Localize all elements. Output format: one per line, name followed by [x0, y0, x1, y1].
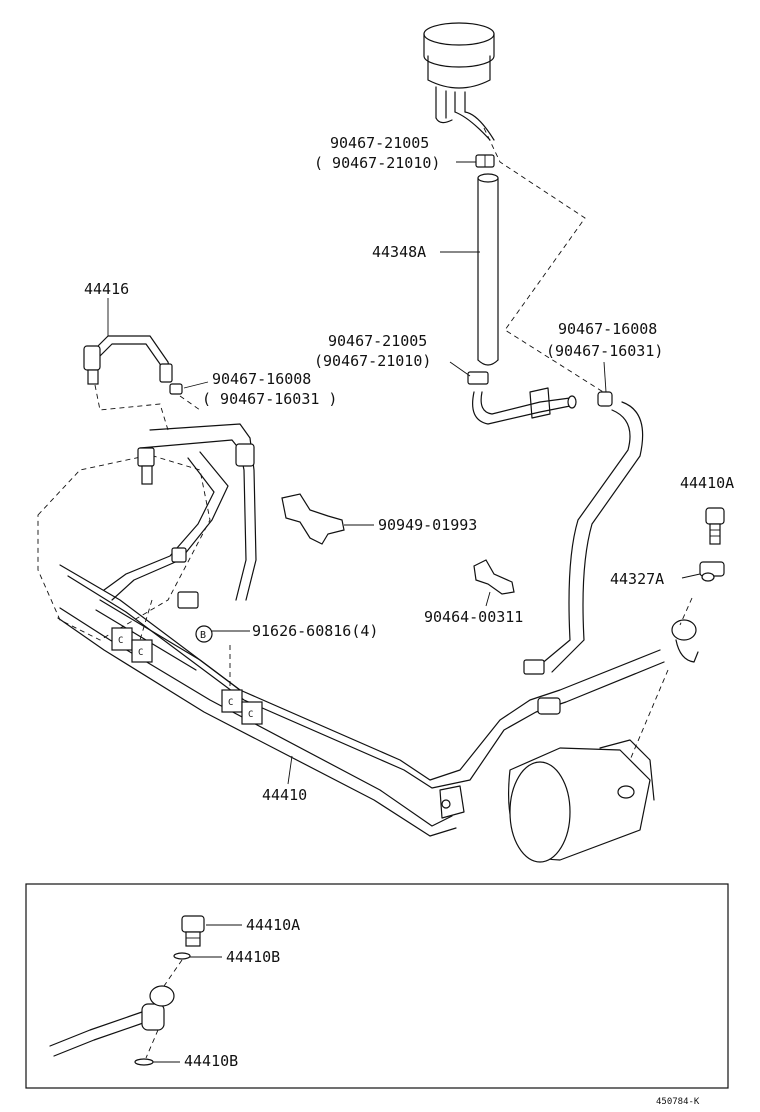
svg-text:44327A: 44327A: [610, 570, 664, 588]
label-clamp-upper: 90467-21005 ( 90467-21010): [314, 134, 476, 172]
svg-text:C: C: [118, 636, 123, 646]
svg-text:90467-21005: 90467-21005: [328, 332, 427, 350]
svg-text:44410B: 44410B: [226, 948, 280, 966]
hose-clamp-mid: [467, 371, 489, 385]
svg-text:91626-60816(4): 91626-60816(4): [252, 622, 378, 640]
label-bolt-ref: B 91626-60816(4): [195, 622, 378, 643]
reservoir-hose: [477, 173, 499, 366]
svg-text:44410A: 44410A: [246, 916, 300, 934]
svg-text:90464-00311: 90464-00311: [424, 608, 523, 626]
hose-clamp-upper: [475, 154, 495, 168]
union-bolt: [705, 507, 725, 545]
label-tube-44416: 44416: [84, 280, 129, 336]
inset-union-bolt: [181, 915, 205, 947]
return-hose-right: [523, 391, 644, 675]
label-union-bolt: 44410A: [680, 474, 734, 492]
svg-text:(90467-21010): (90467-21010): [314, 352, 431, 370]
svg-text:C: C: [248, 710, 253, 720]
label-clamp-left: 90467-16008 ( 90467-16031 ): [183, 370, 337, 408]
svg-text:44416: 44416: [84, 280, 129, 298]
svg-text:( 90467-16031 ): ( 90467-16031 ): [202, 390, 337, 408]
svg-text:44410: 44410: [262, 786, 307, 804]
label-gasket: 44327A: [610, 570, 701, 588]
reservoir-tank: [423, 22, 495, 141]
svg-text:44348A: 44348A: [372, 243, 426, 261]
return-pipe-bracket: [472, 387, 577, 425]
label-main-tube: 44410: [262, 755, 307, 804]
label-clip: 90464-00311: [424, 591, 523, 626]
tube-clamp-c-left: C C: [111, 627, 153, 663]
pressure-tube-left: [83, 335, 183, 395]
gasket: [699, 561, 725, 582]
svg-text:90467-16008: 90467-16008: [212, 370, 311, 388]
tube-clamp-c-right: C C: [221, 689, 263, 725]
label-clamp-mid: 90467-21005 (90467-21010): [314, 332, 471, 377]
label-clamp-right: 90467-16008 (90467-16031): [546, 320, 663, 393]
svg-text:44410A: 44410A: [680, 474, 734, 492]
inset-detail-box: 44410A 44410B 44410B: [25, 883, 729, 1089]
svg-text:90467-16008: 90467-16008: [558, 320, 657, 338]
label-reservoir-hose: 44348A: [372, 243, 480, 261]
label-clamp-bracket: 90949-01993: [344, 516, 477, 534]
svg-text:(90467-16031): (90467-16031): [546, 342, 663, 360]
svg-text:C: C: [138, 648, 143, 658]
diagram-code: 450784-K: [656, 1097, 700, 1107]
inset-hose-fitting: [49, 985, 175, 1057]
steering-gear-body: [508, 739, 655, 863]
svg-text:B: B: [200, 630, 206, 641]
steering-pump-outline: [37, 423, 257, 641]
clamp-bracket-part: [281, 493, 345, 545]
svg-text:44410B: 44410B: [184, 1052, 238, 1070]
svg-text:( 90467-21010): ( 90467-21010): [314, 154, 440, 172]
svg-text:90467-21005: 90467-21005: [330, 134, 429, 152]
union-fitting-right: [671, 619, 699, 663]
clip-part: [473, 559, 515, 595]
pressure-tube-assembly: C C C C: [57, 564, 665, 837]
svg-text:C: C: [228, 698, 233, 708]
svg-text:90949-01993: 90949-01993: [378, 516, 477, 534]
